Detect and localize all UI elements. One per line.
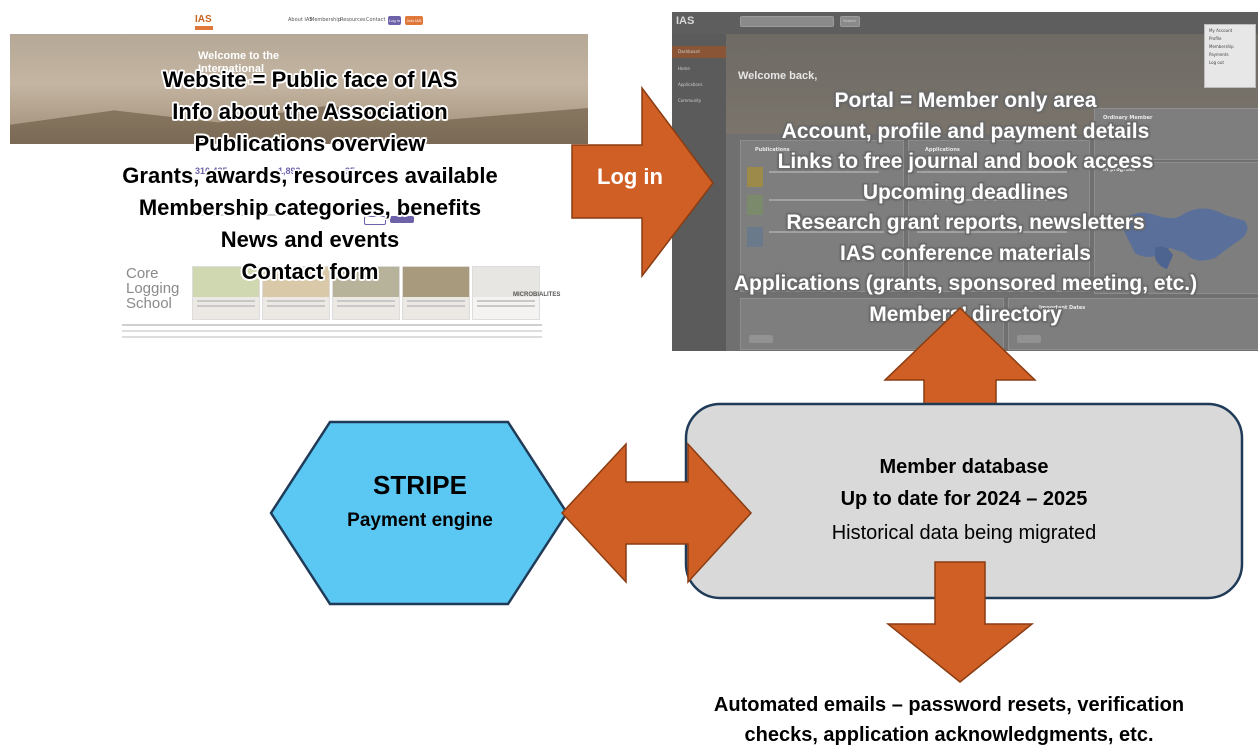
- portal-welcome: Welcome back,: [738, 70, 818, 82]
- news-card: [192, 266, 260, 320]
- website-hero-image: [10, 34, 588, 144]
- ias-logo: IAS: [195, 14, 213, 30]
- stat-value: 35: [345, 166, 356, 176]
- automated-emails-text: Automated emails – password resets, veri…: [640, 690, 1258, 750]
- website-hero-welcome: Welcome to the International Association: [198, 50, 280, 88]
- user-menu-item: Payments: [1209, 52, 1229, 57]
- core-logo-line: Core: [126, 265, 159, 282]
- portal-card-member: Ordinary Member: [1094, 108, 1258, 160]
- website-points: Website = Public face of IAS Info about …: [60, 64, 560, 288]
- website-point: Website = Public face of IAS: [162, 67, 458, 92]
- card-title: Important Dates: [1039, 305, 1086, 311]
- portal-point: Account, profile and payment details: [781, 119, 1150, 143]
- website-point: Info about the Association: [172, 99, 448, 124]
- user-menu-item: Profile: [1209, 36, 1222, 41]
- ias-logo-text: IAS: [195, 14, 212, 25]
- website-screenshot: IAS About IAS Membership Resources Conta…: [10, 12, 588, 345]
- card-title: Publications: [755, 147, 790, 153]
- portal-sidebar-active: [672, 46, 726, 58]
- user-menu-item: Membership: [1209, 44, 1234, 49]
- portal-point: Links to free journal and book access: [777, 150, 1154, 173]
- portal-search-input: [740, 16, 834, 27]
- portal-point: Upcoming deadlines: [862, 180, 1069, 204]
- sidebar-item-home: Home: [678, 66, 690, 71]
- core-logo-line: School: [126, 295, 172, 312]
- login-arrow-label: Log in: [597, 164, 663, 189]
- database-note: Historical data being migrated: [831, 522, 1097, 544]
- portal-point: Applications (grants, sponsored meeting,…: [733, 272, 1198, 295]
- card-title: Applications: [925, 147, 960, 153]
- user-menu-item: Log out: [1209, 60, 1224, 65]
- news-card-core-logging: Core Logging School: [122, 266, 188, 318]
- portal-logo: IAS: [676, 15, 695, 27]
- portal-screenshot: IAS Search Dashboard Home Applications C…: [672, 12, 1258, 351]
- database-status: Up to date for 2024 – 2025: [840, 488, 1088, 510]
- news-heading: News and Events: [195, 204, 245, 210]
- sidebar-item-dashboard: Dashboard: [678, 49, 700, 54]
- portal-card-dates: Important Dates: [1008, 298, 1258, 350]
- portal-point: Portal = Member only area: [834, 89, 1097, 112]
- news-card: [332, 266, 400, 320]
- news-card: [402, 266, 470, 320]
- nav-link-membership: Membership: [310, 17, 341, 23]
- website-point: Publications overview: [194, 131, 426, 156]
- website-point: Grants, awards, resources available: [122, 163, 498, 188]
- sidebar-item-applications: Applications: [678, 82, 703, 87]
- portal-card-applications: Applications: [908, 140, 1090, 292]
- user-menu-item: My Account: [1209, 28, 1233, 33]
- emails-line: checks, application acknowledgments, etc…: [744, 724, 1154, 746]
- stripe-subtitle: Payment engine: [347, 510, 493, 531]
- stripe-title: STRIPE: [373, 470, 467, 500]
- login-nav-button: Log in: [388, 16, 401, 25]
- database-title: Member database: [879, 456, 1049, 478]
- news-card-captions: [122, 322, 542, 342]
- website-point: News and events: [220, 227, 400, 252]
- news-card: [472, 266, 540, 320]
- card-title: Ordinary Member: [1103, 115, 1153, 121]
- sidebar-item-community: Community: [678, 98, 702, 103]
- nav-link-resources: Resources: [340, 17, 366, 23]
- login-arrow: [571, 85, 714, 279]
- website-stats-strip: 310,485 1,892 35: [10, 144, 588, 204]
- portal-search-button: Search: [840, 16, 860, 27]
- stripe-db-arrow: [560, 442, 753, 584]
- website-point: Contact form: [241, 259, 379, 284]
- stat-value: 310,485: [195, 166, 228, 176]
- nav-link-about: About IAS: [288, 17, 313, 23]
- portal-point: IAS conference materials: [840, 241, 1091, 265]
- stat-value: 1,892: [278, 166, 301, 176]
- portal-search-label: Search: [843, 18, 856, 23]
- db-emails-arrow: [885, 561, 1035, 683]
- portal-card-progress: In progress: [1094, 162, 1258, 294]
- core-logo-line: Logging: [126, 280, 180, 297]
- portal-card-publications: Publications: [740, 140, 904, 292]
- card-title: In progress: [1103, 167, 1136, 173]
- portal-points: Portal = Member only area Account, profi…: [683, 86, 1248, 330]
- portal-point: Research grant reports, newsletters: [786, 211, 1145, 234]
- join-nav-button: Join IAS: [405, 16, 423, 25]
- website-point: Membership categories, benefits: [138, 195, 482, 220]
- microbialites-label: MICROBIALITES: [513, 292, 561, 298]
- nav-link-contact: Contact: [366, 17, 386, 23]
- portal-user-menu: My Account Profile Membership Payments L…: [1204, 24, 1256, 88]
- world-map-graphic: [1120, 208, 1248, 269]
- emails-line: Automated emails – password resets, veri…: [713, 694, 1185, 716]
- news-card: [262, 266, 330, 320]
